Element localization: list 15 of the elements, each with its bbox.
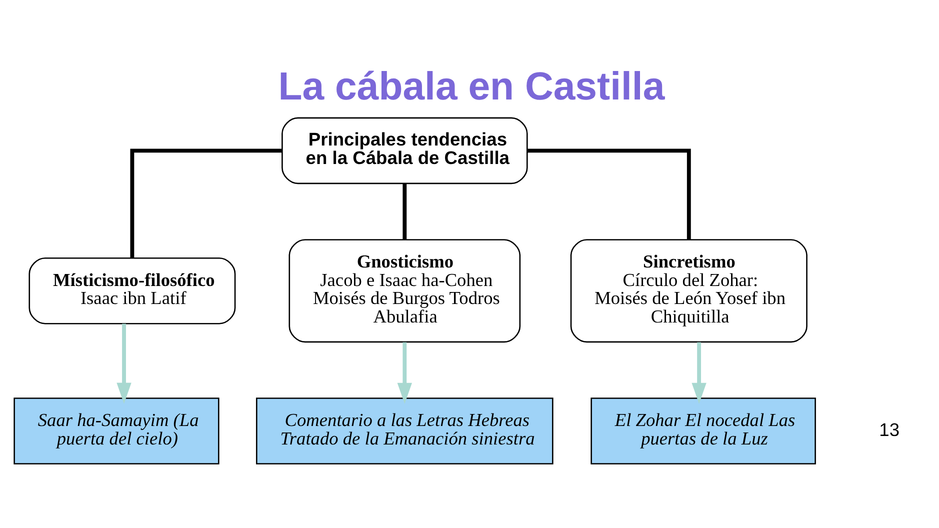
connector bbox=[130, 148, 282, 258]
arrow bbox=[692, 342, 706, 404]
node-box: Comentario a las Letras Hebreas Tratado de la Emanación siniestra bbox=[256, 398, 554, 464]
label: 13 bbox=[879, 418, 900, 440]
node-box: Místicismo-filosófico Isaac ibn Latif bbox=[28, 257, 236, 324]
arrow bbox=[116, 324, 132, 404]
node-box: Saar ha-Samayim (La puerta del cielo) bbox=[14, 398, 220, 464]
arrow bbox=[397, 342, 412, 404]
node-box: Principales tendencias en la Cábala de Castilla bbox=[282, 117, 528, 184]
connector bbox=[527, 148, 691, 240]
node-box: Gnosticismo Jacob e Isaac ha-Cohen Moisés de Burgos Todros Abulafia bbox=[288, 239, 521, 343]
node-box: El Zohar El nocedal Las puertas de la Luz bbox=[590, 398, 816, 464]
diagram-title: La cábala en Castilla bbox=[278, 64, 665, 109]
connector bbox=[402, 184, 407, 240]
node-box: Sincretismo Círculo del Zohar: Moisés de León Yosef ibn Chiquitilla bbox=[570, 239, 808, 343]
